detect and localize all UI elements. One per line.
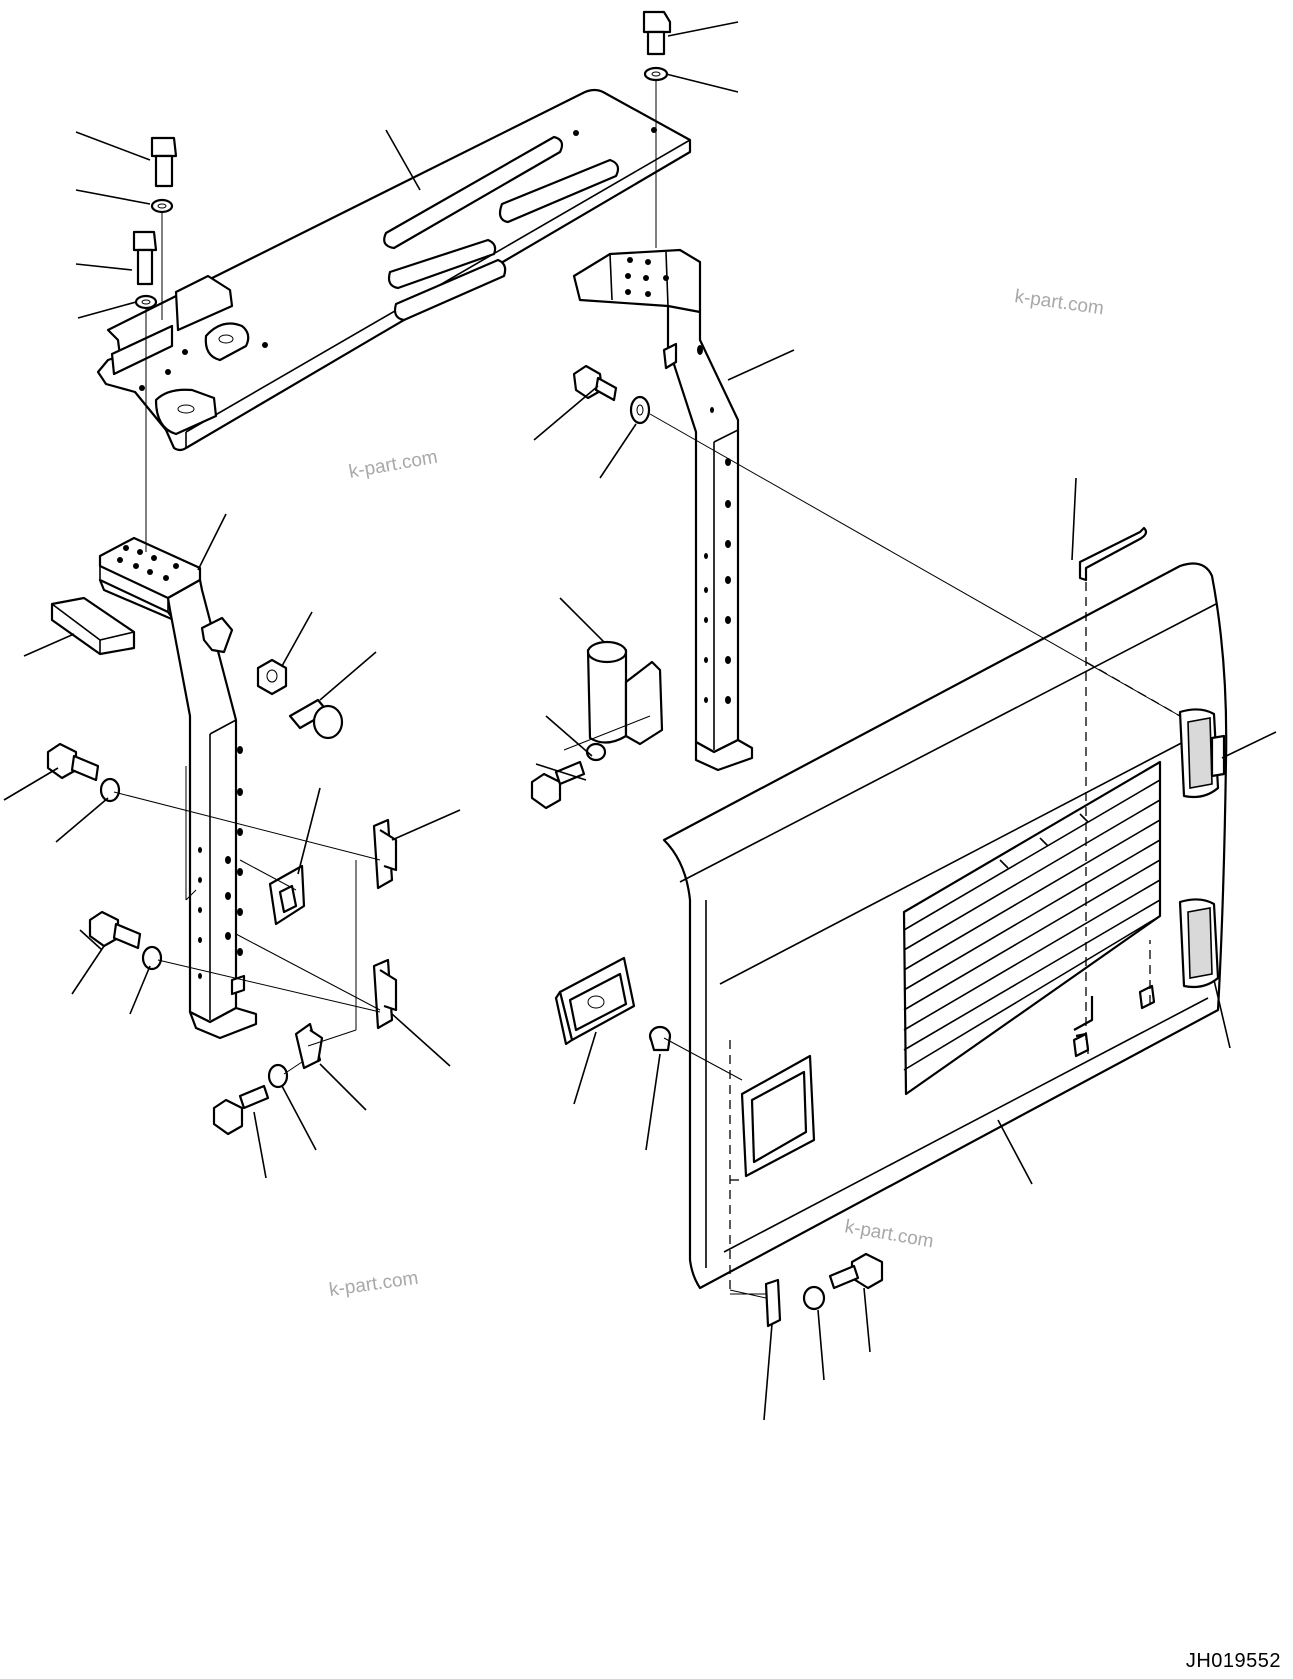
drawing-code: JH019552 <box>1185 1650 1281 1672</box>
washer <box>150 198 174 214</box>
washer <box>802 1285 826 1311</box>
bolt <box>132 230 158 286</box>
right-pillar <box>572 248 754 772</box>
lock-plate <box>554 956 636 1046</box>
knob-bolt <box>288 698 344 740</box>
washer <box>643 66 669 82</box>
bolt <box>828 1252 884 1290</box>
side-door-panel <box>662 562 1228 1290</box>
bolt <box>150 136 178 188</box>
door-stay-rod <box>1078 526 1148 582</box>
bolt <box>572 364 618 402</box>
washer <box>585 742 607 762</box>
washer <box>141 945 163 971</box>
bolt <box>642 10 672 56</box>
bolt <box>530 760 586 810</box>
door-latch-handle <box>740 1054 816 1178</box>
watermark: k-part.com <box>1013 286 1105 319</box>
bolt <box>46 742 100 782</box>
washer <box>267 1063 289 1089</box>
pillar-top-holes-r <box>625 257 669 297</box>
leader-lines <box>3 21 1277 1421</box>
nut <box>256 658 288 696</box>
bolt <box>212 1084 270 1136</box>
watermark: k-part.com <box>328 1268 420 1301</box>
watermark: k-part.com <box>843 1216 935 1252</box>
washer <box>99 777 121 803</box>
door-hinge-lower <box>1178 898 1220 989</box>
cushion-strip <box>50 596 136 656</box>
bolt <box>88 910 142 950</box>
plate-slot <box>383 135 620 322</box>
watermark: k-part.com <box>347 447 439 483</box>
stopper-pin <box>648 1025 672 1052</box>
washer <box>134 294 158 310</box>
reference-lines <box>113 80 1181 1299</box>
door-hinge-upper <box>1178 708 1226 799</box>
top-bracket-plate <box>96 88 692 452</box>
pillar-side-holes-r <box>697 345 731 704</box>
pillar-top-holes <box>117 545 179 581</box>
louver-grille <box>902 760 1162 1096</box>
washer <box>629 395 651 425</box>
pillar-side-holes <box>198 746 243 979</box>
left-pillar <box>98 536 258 1040</box>
clip-bracket <box>200 616 234 654</box>
striker-bracket <box>764 1278 782 1328</box>
